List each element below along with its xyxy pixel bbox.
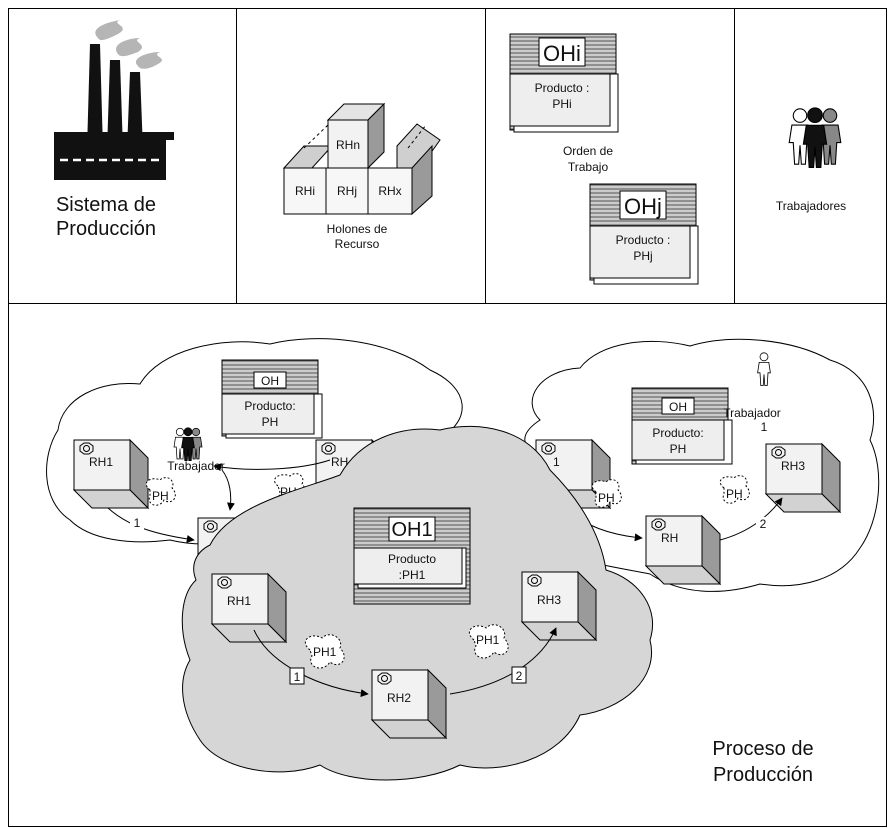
left-work-order	[221, 359, 323, 439]
central-order-product-label: Producto	[388, 552, 436, 566]
right-rh3-label: RH3	[781, 459, 805, 473]
right-rh-mid-box	[645, 515, 721, 585]
right-step-2: 2	[760, 517, 767, 531]
right-product-shape-1	[591, 479, 622, 508]
work-order-caption-line2: Trabajo	[568, 160, 609, 174]
work-order-i	[509, 33, 619, 133]
central-order-product-code: :PH1	[399, 568, 426, 582]
center-rh1-label: RH1	[227, 594, 251, 608]
left-order-product-label: Producto:	[244, 399, 295, 413]
left-arrow-1	[107, 507, 195, 543]
right-rh-mid-label: RH	[661, 531, 678, 545]
work-order-i-code: OHi	[543, 41, 581, 66]
process-caption-line1: Proceso de	[712, 738, 813, 760]
left-order-code: OH	[261, 374, 279, 388]
right-worker-label-line1: Trabajador	[723, 406, 781, 420]
rh-cell-left: RHi	[295, 184, 315, 198]
left-product-tag-1: PH	[152, 489, 169, 503]
rh-cell-mid: RHj	[337, 184, 357, 198]
center-step-2: 2	[516, 669, 523, 683]
production-system-caption-line1: Sistema de	[56, 194, 156, 216]
work-order-j	[589, 183, 699, 285]
factory-icon	[54, 20, 174, 180]
central-work-order	[353, 507, 471, 605]
right-worker-label-line2: 1	[761, 420, 768, 434]
right-product-shape-2	[719, 475, 750, 504]
work-order-i-product-code: PHi	[552, 97, 571, 111]
left-rh-back-label: RH	[331, 455, 348, 469]
left-step-1-bg	[130, 516, 144, 530]
center-product-shape-2	[468, 624, 509, 659]
resource-holons-caption-line2: Recurso	[335, 237, 380, 251]
center-product-tag-2: PH1	[476, 633, 500, 647]
right-order-product-code: PH	[670, 442, 687, 456]
center-product-tag-1: PH1	[313, 645, 337, 659]
work-order-j-code: OHj	[624, 194, 662, 219]
right-order-product-label: Producto:	[652, 426, 703, 440]
work-order-caption-line1: Orden de	[563, 144, 613, 158]
work-order-j-product-code: PHj	[633, 249, 652, 263]
center-rh1-box	[211, 573, 287, 643]
center-step-1: 1	[294, 670, 301, 684]
left-product-shape-1	[145, 477, 176, 506]
right-rh-left-label: 1	[553, 455, 560, 469]
frame	[8, 8, 887, 827]
right-work-order	[631, 387, 733, 465]
left-rh1-box	[73, 439, 149, 509]
workers-icon	[788, 107, 842, 169]
right-order-code: OH	[669, 400, 687, 414]
left-worker-label: Trabajador	[167, 459, 225, 473]
center-product-shape-1	[304, 634, 345, 669]
work-order-j-product-label: Producto :	[616, 233, 671, 247]
resource-holons-stack	[282, 102, 441, 216]
process-caption-line2: Producción	[713, 764, 813, 786]
left-return-arrow	[213, 459, 331, 472]
right-product-tag-2: PH	[726, 487, 743, 501]
right-step-2-bg	[756, 517, 770, 531]
resource-holons-caption-line1: Holones de	[327, 222, 388, 236]
central-order-code: OH1	[391, 519, 432, 541]
left-step-1: 1	[134, 516, 141, 530]
rh-cell-top: RHn	[336, 138, 360, 152]
center-step-1-bg	[289, 667, 305, 685]
center-rh2-label: RH2	[387, 691, 411, 705]
left-rh1-label: RH1	[89, 455, 113, 469]
left-order-product-code: PH	[262, 415, 279, 429]
workers-caption: Trabajadores	[776, 199, 846, 213]
center-rh3-label: RH3	[537, 593, 561, 607]
right-rh3-box	[765, 443, 841, 513]
left-worker-arrow	[221, 469, 235, 511]
rh-cell-right: RHx	[378, 184, 401, 198]
production-system-caption-line2: Producción	[56, 218, 156, 240]
right-product-tag-1: PH	[598, 491, 615, 505]
center-step-2-bg	[511, 666, 527, 684]
work-order-i-product-label: Producto :	[535, 81, 590, 95]
